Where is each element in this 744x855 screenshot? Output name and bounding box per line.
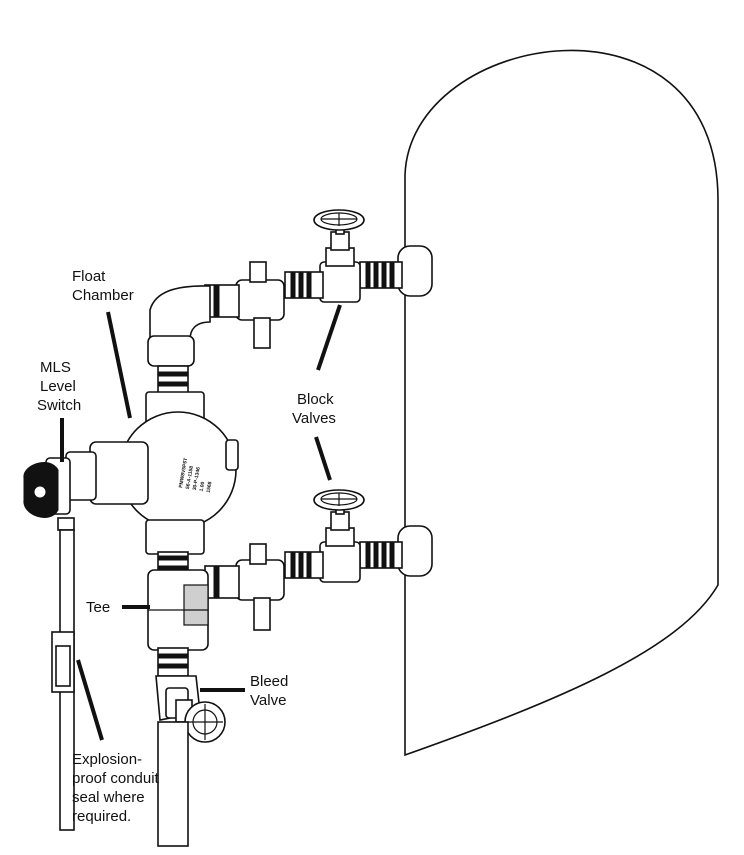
bleed-valve bbox=[155, 675, 226, 847]
float-chamber-assembly: PMW8V5P6T 56-A-1158 30-P-1346 1.00 1568 bbox=[119, 365, 239, 579]
label-float-chamber: Float bbox=[72, 268, 106, 285]
label-valves: Valves bbox=[292, 410, 336, 427]
lower-handwheel-icon[interactable] bbox=[313, 489, 365, 511]
tee bbox=[147, 569, 209, 677]
leader-lines bbox=[60, 304, 342, 741]
label-mls: MLS bbox=[40, 359, 71, 376]
bleed-handwheel-icon[interactable] bbox=[184, 701, 226, 743]
svg-text:30-P-1346: 30-P-1346 bbox=[192, 467, 202, 491]
label-float-chamber-2: Chamber bbox=[72, 287, 134, 304]
vessel bbox=[404, 49, 719, 757]
upper-handwheel-icon[interactable] bbox=[313, 209, 365, 231]
upper-block-valve-body bbox=[319, 261, 361, 303]
label-level: Level bbox=[40, 378, 76, 395]
mls-level-switch bbox=[23, 441, 149, 831]
label-seal-where: seal where bbox=[72, 789, 145, 806]
label-switch: Switch bbox=[37, 397, 81, 414]
label-tee: Tee bbox=[86, 599, 110, 616]
label-bleed: Bleed bbox=[250, 673, 288, 690]
lower-block-valve-body bbox=[319, 541, 361, 583]
upper-branch bbox=[147, 209, 433, 367]
svg-text:1.00: 1.00 bbox=[199, 481, 207, 492]
lower-branch bbox=[204, 489, 433, 631]
upper-elbow bbox=[149, 285, 211, 341]
svg-text:PMW8V5P6T: PMW8V5P6T bbox=[178, 457, 189, 488]
label-bleed-valve: Valve bbox=[250, 692, 286, 709]
label-required: required. bbox=[72, 808, 131, 825]
upper-flange bbox=[397, 245, 433, 297]
lower-flange bbox=[397, 525, 433, 577]
label-explosion: Explosion- bbox=[72, 751, 142, 768]
svg-text:1568: 1568 bbox=[206, 481, 214, 493]
nameplate: PMW8V5P6T 56-A-1158 30-P-1346 1.00 1568 bbox=[178, 457, 214, 493]
label-block: Block bbox=[297, 391, 334, 408]
svg-text:56-A-1158: 56-A-1158 bbox=[185, 465, 195, 489]
label-proof-conduit: proof conduit bbox=[72, 770, 160, 787]
